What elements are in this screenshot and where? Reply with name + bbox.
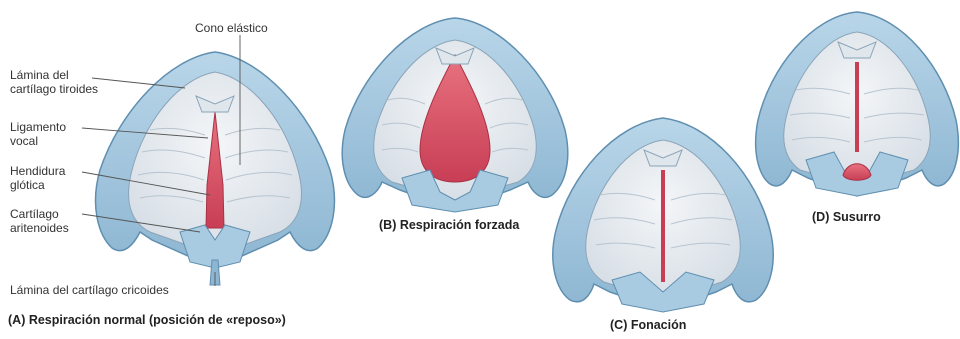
label-hendidura-line2: glótica <box>10 178 65 192</box>
label-cartilago-aritenoides: Cartílago aritenoides <box>10 207 69 235</box>
label-cono-elastico: Cono elástico <box>195 21 268 35</box>
label-lamina-tiroides-line1: Lámina del <box>10 68 98 82</box>
diagram-b-forced <box>342 18 568 212</box>
caption-a: (A) Respiración normal (posición de «rep… <box>8 313 286 327</box>
label-aritenoides-line1: Cartílago <box>10 207 69 221</box>
caption-c: (C) Fonación <box>610 318 686 332</box>
label-hendidura-line1: Hendidura <box>10 164 65 178</box>
label-ligamento-vocal: Ligamento vocal <box>10 120 66 148</box>
caption-d: (D) Susurro <box>812 210 881 224</box>
diagram-c-phonation <box>553 118 773 312</box>
label-aritenoides-line2: aritenoides <box>10 221 69 235</box>
caption-b: (B) Respiración forzada <box>379 218 519 232</box>
label-lamina-tiroides-line2: cartílago tiroides <box>10 82 98 96</box>
label-ligamento-line1: Ligamento <box>10 120 66 134</box>
label-ligamento-line2: vocal <box>10 134 66 148</box>
label-hendidura-glotica: Hendidura glótica <box>10 164 65 192</box>
diagram-d-whisper <box>756 12 959 196</box>
label-lamina-tiroides: Lámina del cartílago tiroides <box>10 68 98 96</box>
diagram-a-normal <box>96 52 335 285</box>
label-lamina-cricoides: Lámina del cartílago cricoides <box>10 283 169 297</box>
